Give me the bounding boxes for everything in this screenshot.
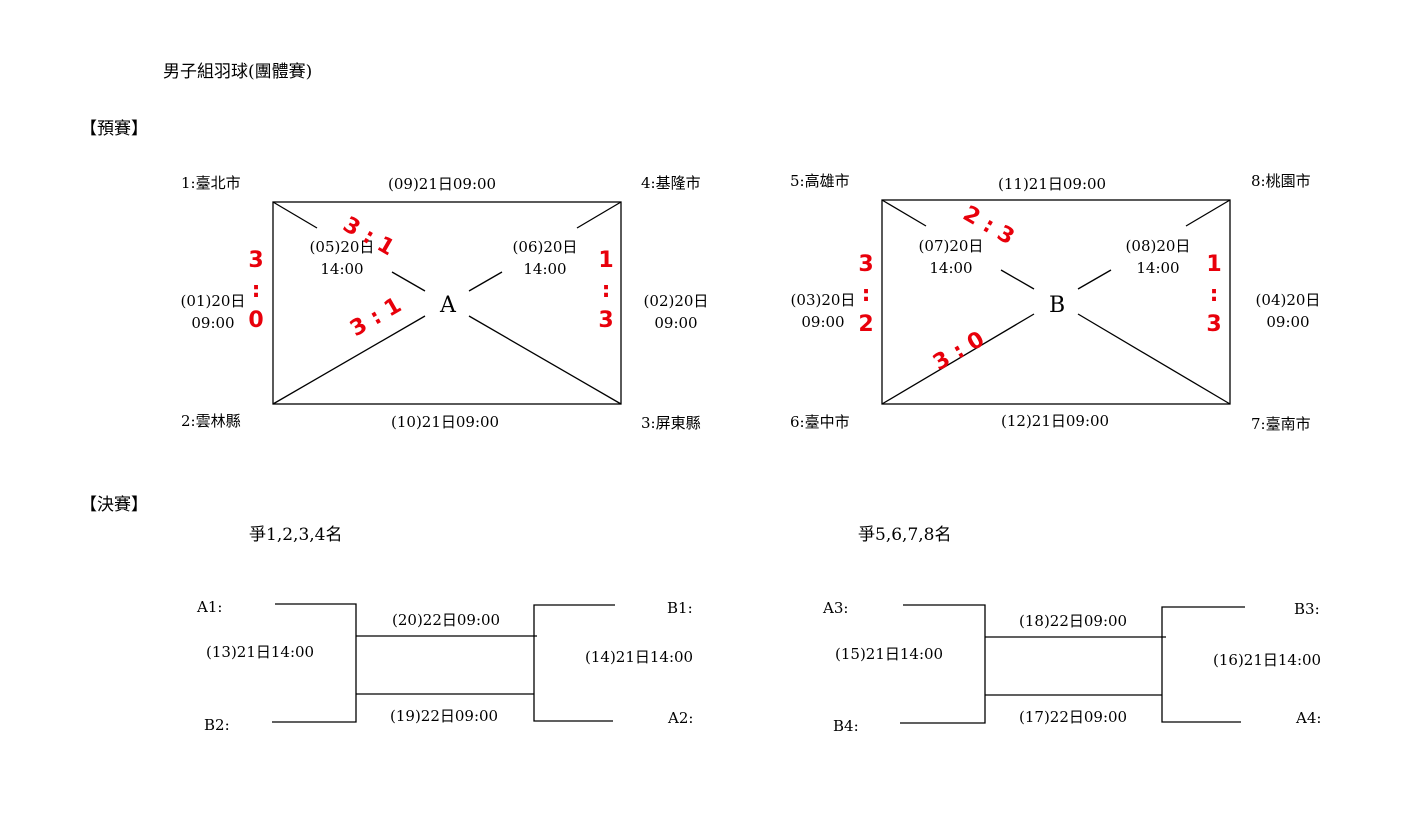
bracket-2-slot-b3: B3: [1294,600,1320,618]
match-10: (10)21日09:00 [391,413,500,431]
group-b-team-8: 8:桃園市 [1251,172,1311,190]
score-03: 3 : 2 [858,252,874,337]
group-a-team-2: 2:雲林縣 [181,412,241,430]
match-04: (04)20日 09:00 [1255,291,1321,331]
match-06: (06)20日 14:00 [512,238,578,278]
match-13: (13)21日14:00 [206,643,315,661]
match-20: (20)22日09:00 [392,611,501,629]
group-b-team-6: 6:臺中市 [790,413,850,431]
match-03: (03)20日 09:00 [790,291,856,331]
finals-heading: 【決賽】 [80,495,148,515]
group-a-lines [272,201,622,405]
bracket-2-slot-a4: A4: [1296,709,1322,727]
bracket-1-slot-a2: A2: [668,709,694,727]
match-16: (16)21日14:00 [1213,651,1322,669]
group-b-team-7: 7:臺南市 [1251,415,1311,433]
page-title: 男子組羽球(團體賽) [163,62,313,82]
match-05: (05)20日 14:00 [309,238,375,278]
match-07: (07)20日 14:00 [918,237,984,277]
bracket-2-slot-a3: A3: [823,599,849,617]
match-01: (01)20日 09:00 [180,292,246,332]
group-b-lines [881,199,1231,405]
match-14: (14)21日14:00 [585,648,694,666]
group-b-label: B [1049,293,1066,318]
bracket-1-slot-b1: B1: [667,599,693,617]
match-12: (12)21日09:00 [1001,412,1110,430]
prelim-heading: 【預賽】 [80,119,148,139]
match-11: (11)21日09:00 [998,175,1107,193]
match-15: (15)21日14:00 [835,645,944,663]
bracket-2-slot-b4: B4: [833,717,859,735]
bracket-1-title: 爭1,2,3,4名 [249,525,343,545]
bracket-1-slot-b2: B2: [204,716,230,734]
match-17: (17)22日09:00 [1019,708,1128,726]
match-18: (18)22日09:00 [1019,612,1128,630]
match-19: (19)22日09:00 [390,707,499,725]
score-01: 3 : 0 [248,248,264,333]
group-a-team-4: 4:基隆市 [641,174,701,192]
group-b-team-5: 5:高雄市 [790,172,850,190]
bracket-2-title: 爭5,6,7,8名 [858,525,952,545]
group-a-team-3: 3:屏東縣 [641,414,701,432]
group-a-label: A [440,293,456,318]
score-02: 1 : 3 [598,248,614,333]
bracket-1-lines [272,603,615,723]
match-02: (02)20日 09:00 [643,292,709,332]
match-09: (09)21日09:00 [388,175,497,193]
bracket-1-slot-a1: A1: [197,598,223,616]
match-08: (08)20日 14:00 [1125,237,1191,277]
bracket-2-lines [900,604,1245,724]
group-a-team-1: 1:臺北市 [181,174,241,192]
score-04: 1 : 3 [1206,252,1222,337]
